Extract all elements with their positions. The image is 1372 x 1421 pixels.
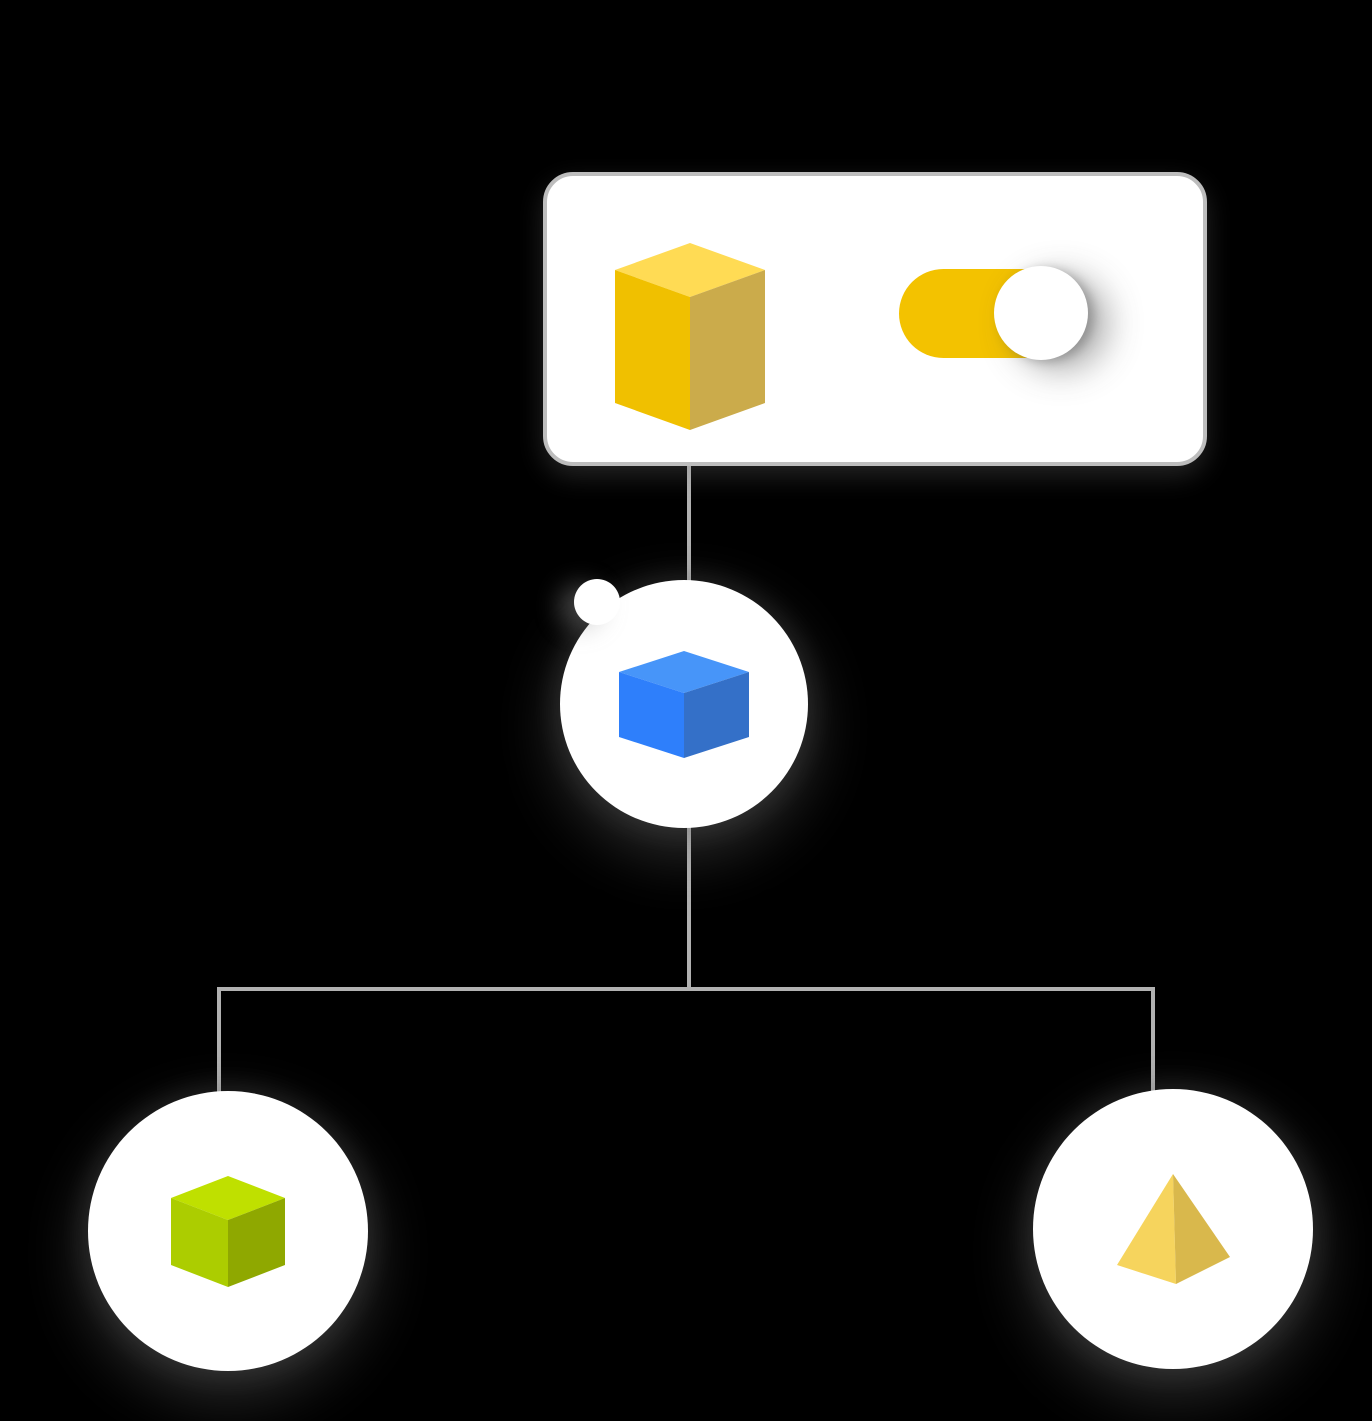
cube-right-face (684, 671, 749, 758)
connector-middle-to-branch (687, 826, 691, 990)
connector-branch-left-drop (217, 987, 221, 1093)
toggle-knob[interactable] (994, 266, 1088, 360)
cube-left-face (171, 1197, 228, 1287)
green-cube-icon (171, 1175, 285, 1287)
pyramid-right-face (1172, 1174, 1230, 1284)
satellite-dot (574, 579, 620, 625)
connector-branch-horizontal (217, 987, 1155, 991)
right-node-circle[interactable] (1033, 1089, 1313, 1369)
pyramid-left-face (1116, 1174, 1176, 1284)
parent-node-card[interactable] (543, 172, 1207, 466)
connector-branch-right-drop (1151, 987, 1155, 1091)
cube-left-face (615, 270, 690, 430)
cube-left-face (619, 671, 684, 758)
toggle-switch[interactable] (899, 266, 1089, 360)
yellow-cube-icon (615, 243, 765, 430)
pyramid-icon (1116, 1174, 1230, 1284)
blue-cube-icon (619, 650, 749, 758)
cube-right-face (690, 270, 765, 430)
left-node-circle[interactable] (88, 1091, 368, 1371)
cube-right-face (228, 1197, 285, 1287)
connector-card-to-middle (687, 464, 691, 582)
